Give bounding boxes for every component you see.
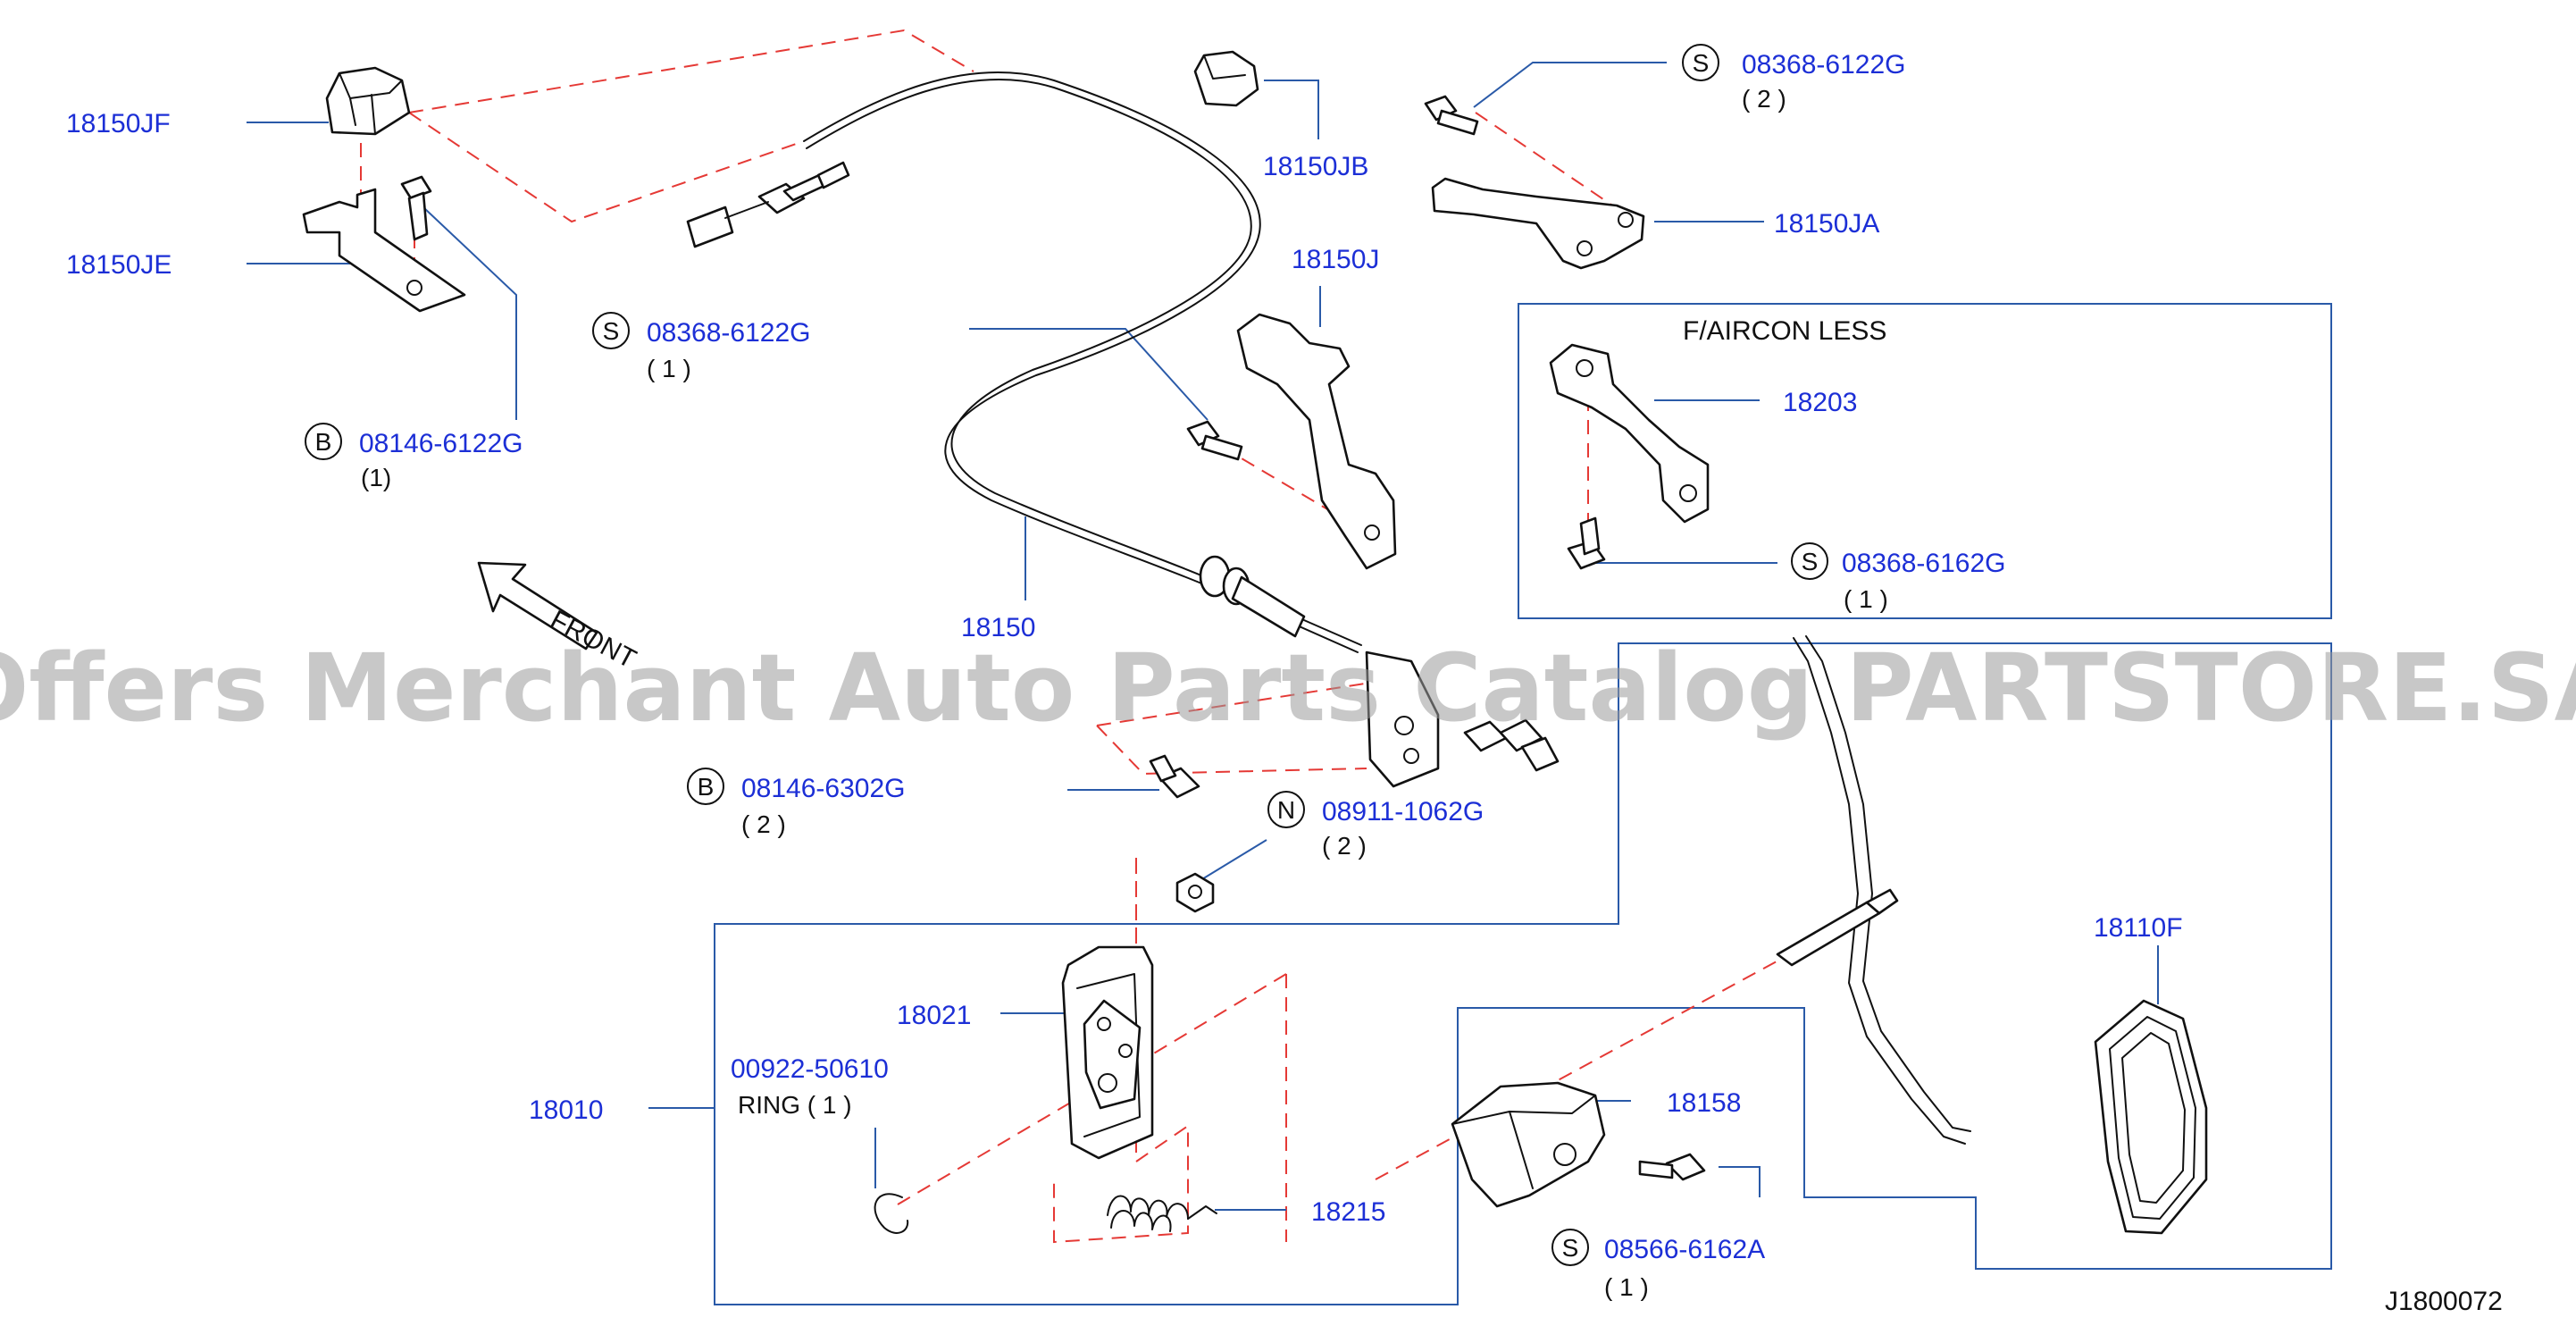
label-18150jf: 18150JF [66, 109, 171, 138]
bracket-18021 [1061, 945, 1154, 1160]
ring-00922-50610 [874, 1193, 909, 1234]
aircon-less-box [1518, 303, 2332, 619]
leader-s-top [1473, 62, 1667, 108]
dash-bracket-left [1096, 725, 1367, 776]
label-18021: 18021 [897, 1001, 971, 1030]
bolt-08368-6122g-top [1424, 95, 1479, 136]
leader-b-left [422, 206, 517, 420]
svg-text:S: S [603, 317, 620, 345]
svg-text:08368-6122G: 08368-6122G [647, 318, 811, 348]
svg-text:08146-6122G: 08146-6122G [359, 429, 523, 458]
fastener-s-top: S 08368-6122G ( 2 ) [1682, 44, 1906, 113]
stopper-18158 [1451, 1081, 1606, 1208]
label-18150ja: 18150JA [1774, 209, 1879, 239]
fastener-b-left: B 08146-6122G (1) [305, 423, 523, 491]
label-ring: RING ( 1 ) [738, 1091, 852, 1119]
label-18150j: 18150J [1292, 245, 1379, 274]
svg-text:B: B [698, 773, 715, 801]
pedal-arm [1776, 635, 1971, 1145]
svg-text:B: B [315, 428, 332, 456]
dash-bracket-top [1096, 678, 1394, 726]
svg-text:N: N [1277, 796, 1295, 824]
label-18010: 18010 [529, 1095, 603, 1125]
dash-spring-box [1053, 860, 1189, 1244]
clip-18150jb [1193, 50, 1259, 107]
leader-s-bottom [1719, 1166, 1761, 1197]
svg-text:( 1 ): ( 1 ) [1604, 1273, 1649, 1301]
svg-text:S: S [1693, 49, 1710, 77]
bolt-08368-6122g-mid [1186, 420, 1243, 461]
label-18150: 18150 [961, 613, 1035, 642]
cable-end-fitting [686, 161, 850, 248]
spring-18215 [1107, 1195, 1217, 1232]
label-18150jb: 18150JB [1263, 152, 1368, 181]
bolt-08566-6162a [1638, 1153, 1706, 1181]
label-18203: 18203 [1783, 388, 1857, 417]
pedal-pad-18110f [2094, 999, 2208, 1235]
dash-clip-to-cable [408, 29, 974, 113]
label-18158: 18158 [1667, 1088, 1741, 1118]
fastener-n-mid: N 08911-1062G ( 2 ) [1267, 791, 1484, 860]
svg-text:( 2 ): ( 2 ) [741, 810, 786, 838]
dash-bolt-j [1221, 446, 1359, 528]
label-00922-50610: 00922-50610 [731, 1054, 889, 1084]
dash-stopper [1375, 955, 1787, 1180]
bracket-18150je [302, 188, 466, 313]
leader-18150jb [1264, 80, 1319, 139]
svg-text:08911-1062G: 08911-1062G [1322, 797, 1484, 827]
dash-clip-to-end [408, 112, 805, 223]
fastener-s-mid: S 08368-6122G ( 1 ) [592, 312, 811, 382]
bracket-18203 [1549, 343, 1710, 524]
svg-text:( 1 ): ( 1 ) [647, 355, 691, 382]
throttle-cable [803, 71, 1359, 653]
label-18215: 18215 [1311, 1197, 1385, 1227]
svg-text:08368-6122G: 08368-6122G [1742, 50, 1906, 80]
svg-text:08566-6162A: 08566-6162A [1604, 1235, 1765, 1264]
svg-text:08368-6162G: 08368-6162G [1842, 549, 2006, 578]
fastener-s-bottom: S 08566-6162A ( 1 ) [1551, 1229, 1765, 1301]
cable-grommet [1199, 555, 1306, 638]
diagram-code: J1800072 [2385, 1287, 2503, 1316]
dash-right-top [1151, 973, 1287, 1055]
bracket-18150j [1236, 313, 1397, 570]
dash-bolt-ja [1475, 112, 1627, 215]
svg-text:08146-6302G: 08146-6302G [741, 774, 906, 803]
svg-text:( 2 ): ( 2 ) [1322, 832, 1367, 860]
nut-08911-1062g [1175, 872, 1215, 913]
fastener-b-mid: B 08146-6302G ( 2 ) [687, 768, 906, 838]
aircon-less-label: F/AIRCON LESS [1683, 316, 1886, 346]
label-18110f: 18110F [2094, 913, 2183, 943]
fastener-s-box: S 08368-6162G ( 1 ) [1791, 542, 2006, 613]
svg-text:( 2 ): ( 2 ) [1742, 85, 1786, 113]
bolt-08146-6302g [1149, 754, 1200, 799]
leader-n-mid [1192, 839, 1267, 885]
bracket-18150ja [1431, 177, 1645, 270]
throttle-cable-outer [806, 78, 1362, 646]
svg-text:S: S [1562, 1234, 1579, 1262]
label-18150je: 18150JE [66, 250, 171, 280]
clip-18150jf [325, 66, 411, 136]
svg-text:S: S [1802, 548, 1819, 575]
bolt-08368-6162g [1567, 516, 1606, 570]
svg-text:( 1 ): ( 1 ) [1844, 585, 1888, 613]
watermark: Offers Merchant Auto Parts Catalog PARTS… [0, 634, 2576, 743]
bolt-08146-6122g [400, 175, 432, 241]
svg-text:(1): (1) [361, 464, 391, 491]
leader-s-mid [969, 328, 1209, 421]
cable-end-bracket [1365, 650, 1560, 788]
pedal-assembly-box [714, 642, 2332, 1305]
